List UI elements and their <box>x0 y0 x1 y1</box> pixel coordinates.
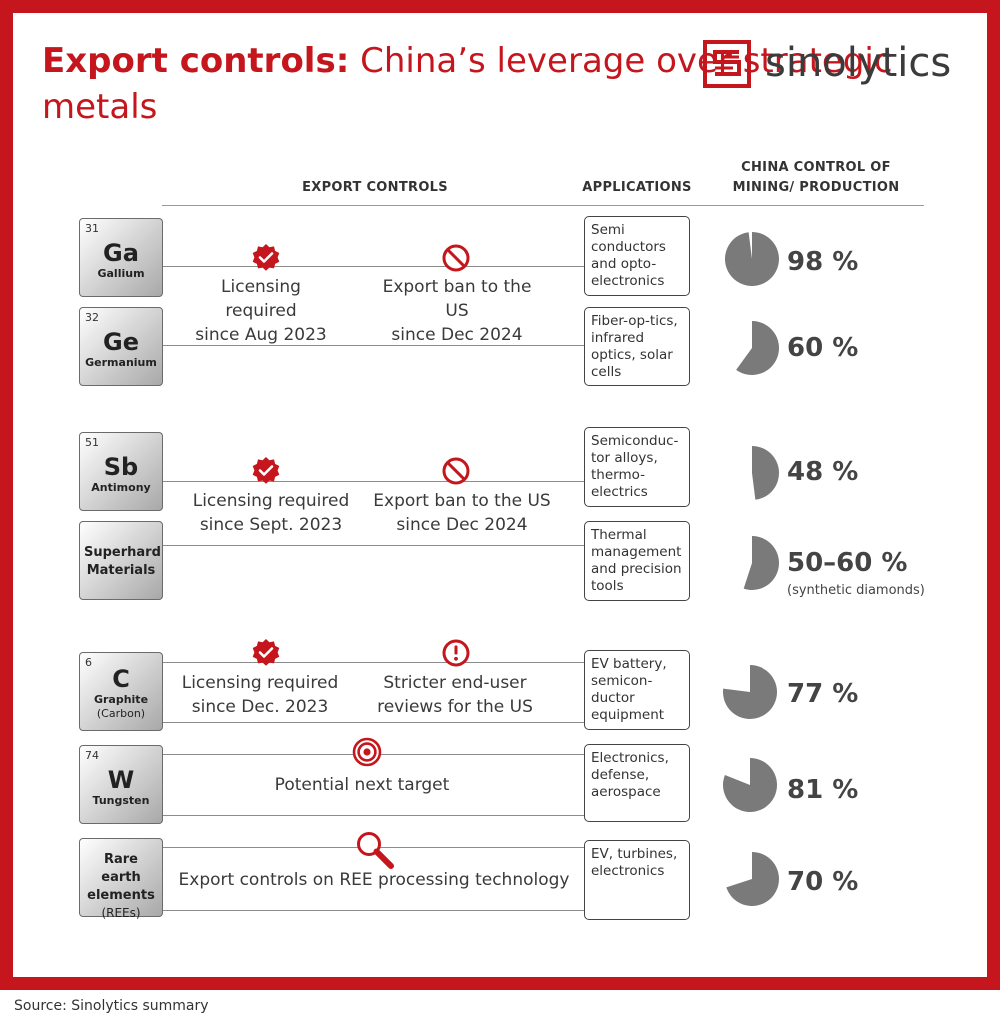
element-tile-rare-earth-elements: Rare earth elements (REEs) <box>79 838 163 920</box>
atomic-number: 74 <box>85 749 99 762</box>
prohibited-icon <box>442 244 470 272</box>
element-symbol: Ge <box>103 328 139 356</box>
share-pie-antimony <box>752 446 780 500</box>
row-line-ree-bottom <box>163 910 584 911</box>
element-name: Tungsten <box>92 794 150 807</box>
check-badge-icon <box>252 244 280 271</box>
element-tile-germanium: 32 Ge Germanium <box>79 307 163 386</box>
element-name: Germanium <box>85 356 157 369</box>
brand-name: sinolytics <box>765 40 952 86</box>
pie-wedge <box>752 446 780 500</box>
control-text-tungsten: Potential next target <box>274 775 450 795</box>
brand-logo: sinolytics <box>703 40 973 90</box>
row-line-graphite-top <box>163 662 584 663</box>
element-symbol: C <box>112 665 130 693</box>
application-box-graphite: EV battery, semicon-ductor equipment <box>584 650 690 730</box>
pie-wedge <box>723 758 778 812</box>
application-box-superhard: Thermal management and precision tools <box>584 521 690 601</box>
pie-wedge <box>722 665 777 719</box>
share-pie-tungsten <box>723 758 778 812</box>
red-frame <box>0 0 1000 990</box>
share-pie-graphite <box>722 665 777 719</box>
percent-germanium: 60 % <box>787 333 859 363</box>
element-symbol: W <box>107 766 135 794</box>
row-line-gallium <box>163 266 584 267</box>
application-box-germanium: Fiber-op-tics, infrared optics, solar ce… <box>584 307 690 386</box>
pie-wedge <box>726 852 779 906</box>
check-badge-icon <box>252 457 280 484</box>
application-box-antimony: Semiconduc-tor alloys, thermo-electrics <box>584 427 690 507</box>
header-china-control: CHINA CONTROL OF MINING/ PRODUCTION <box>732 160 900 195</box>
percent-ree: 70 % <box>787 867 859 897</box>
row-line-antimony <box>163 481 584 482</box>
percent-gallium: 98 % <box>787 247 859 277</box>
element-symbol: Sb <box>103 453 139 481</box>
header-export-controls: EXPORT CONTROLS <box>302 180 448 195</box>
element-tile-graphite: 6 C Graphite (Carbon) <box>79 652 163 731</box>
element-tile-superhard-materials: Superhard Materials <box>79 521 163 600</box>
element-tile-antimony: 51 Sb Antimony <box>79 432 163 511</box>
share-pie-ree <box>726 852 779 906</box>
application-box-ree: EV, turbines, electronics <box>584 840 690 920</box>
row-line-superhard <box>163 545 584 546</box>
magnifier-icon <box>357 832 394 869</box>
header-divider <box>162 205 924 206</box>
pie-wedge <box>736 321 780 375</box>
check-badge-icon <box>252 639 280 666</box>
percent-superhard: 50–60 % <box>787 548 908 578</box>
share-pie-superhard <box>743 536 779 590</box>
element-name: Antimony <box>91 481 151 494</box>
sinolytics-logo-icon <box>703 40 751 88</box>
element-name: Superhard Materials <box>84 545 161 578</box>
percent-tungsten: 81 % <box>787 775 859 805</box>
page-title: Export controls: China’s leverage over s… <box>42 41 893 127</box>
element-name: Graphite <box>93 693 149 706</box>
element-symbol: Ga <box>103 239 139 267</box>
target-icon <box>352 737 382 767</box>
share-pie-gallium <box>724 232 779 286</box>
element-name: Rare earth elements <box>87 852 155 903</box>
element-name: Gallium <box>97 267 145 280</box>
atomic-number: 6 <box>85 656 92 669</box>
row-line-germanium <box>163 345 584 346</box>
element-tile-tungsten: 74 W Tungsten <box>79 745 163 824</box>
source-note: Source: Sinolytics summary <box>14 998 209 1014</box>
percent-antimony: 48 % <box>787 457 859 487</box>
application-box-tungsten: Electronics, defense, aerospace <box>584 744 690 822</box>
application-box-gallium: Semi conductors and opto-electronics <box>584 216 690 296</box>
prohibited-icon <box>442 457 470 485</box>
row-line-graphite-bottom <box>163 722 584 723</box>
element-tile-gallium: 31 Ga Gallium <box>79 218 163 297</box>
pie-wedge <box>724 232 779 286</box>
atomic-number: 51 <box>85 436 99 449</box>
element-note: (REEs) <box>101 906 141 920</box>
percent-graphite: 77 % <box>787 679 859 709</box>
row-line-tungsten-bottom <box>163 815 584 816</box>
pie-wedge <box>743 536 779 590</box>
exclamation-icon <box>442 639 470 667</box>
percent-note-superhard: (synthetic diamonds) <box>787 583 925 598</box>
header-applications: APPLICATIONS <box>582 180 692 195</box>
element-note: (Carbon) <box>96 707 146 720</box>
control-text-ree: Export controls on REE processing techno… <box>178 870 570 890</box>
atomic-number: 32 <box>85 311 99 324</box>
atomic-number: 31 <box>85 222 99 235</box>
share-pie-germanium <box>736 321 780 375</box>
